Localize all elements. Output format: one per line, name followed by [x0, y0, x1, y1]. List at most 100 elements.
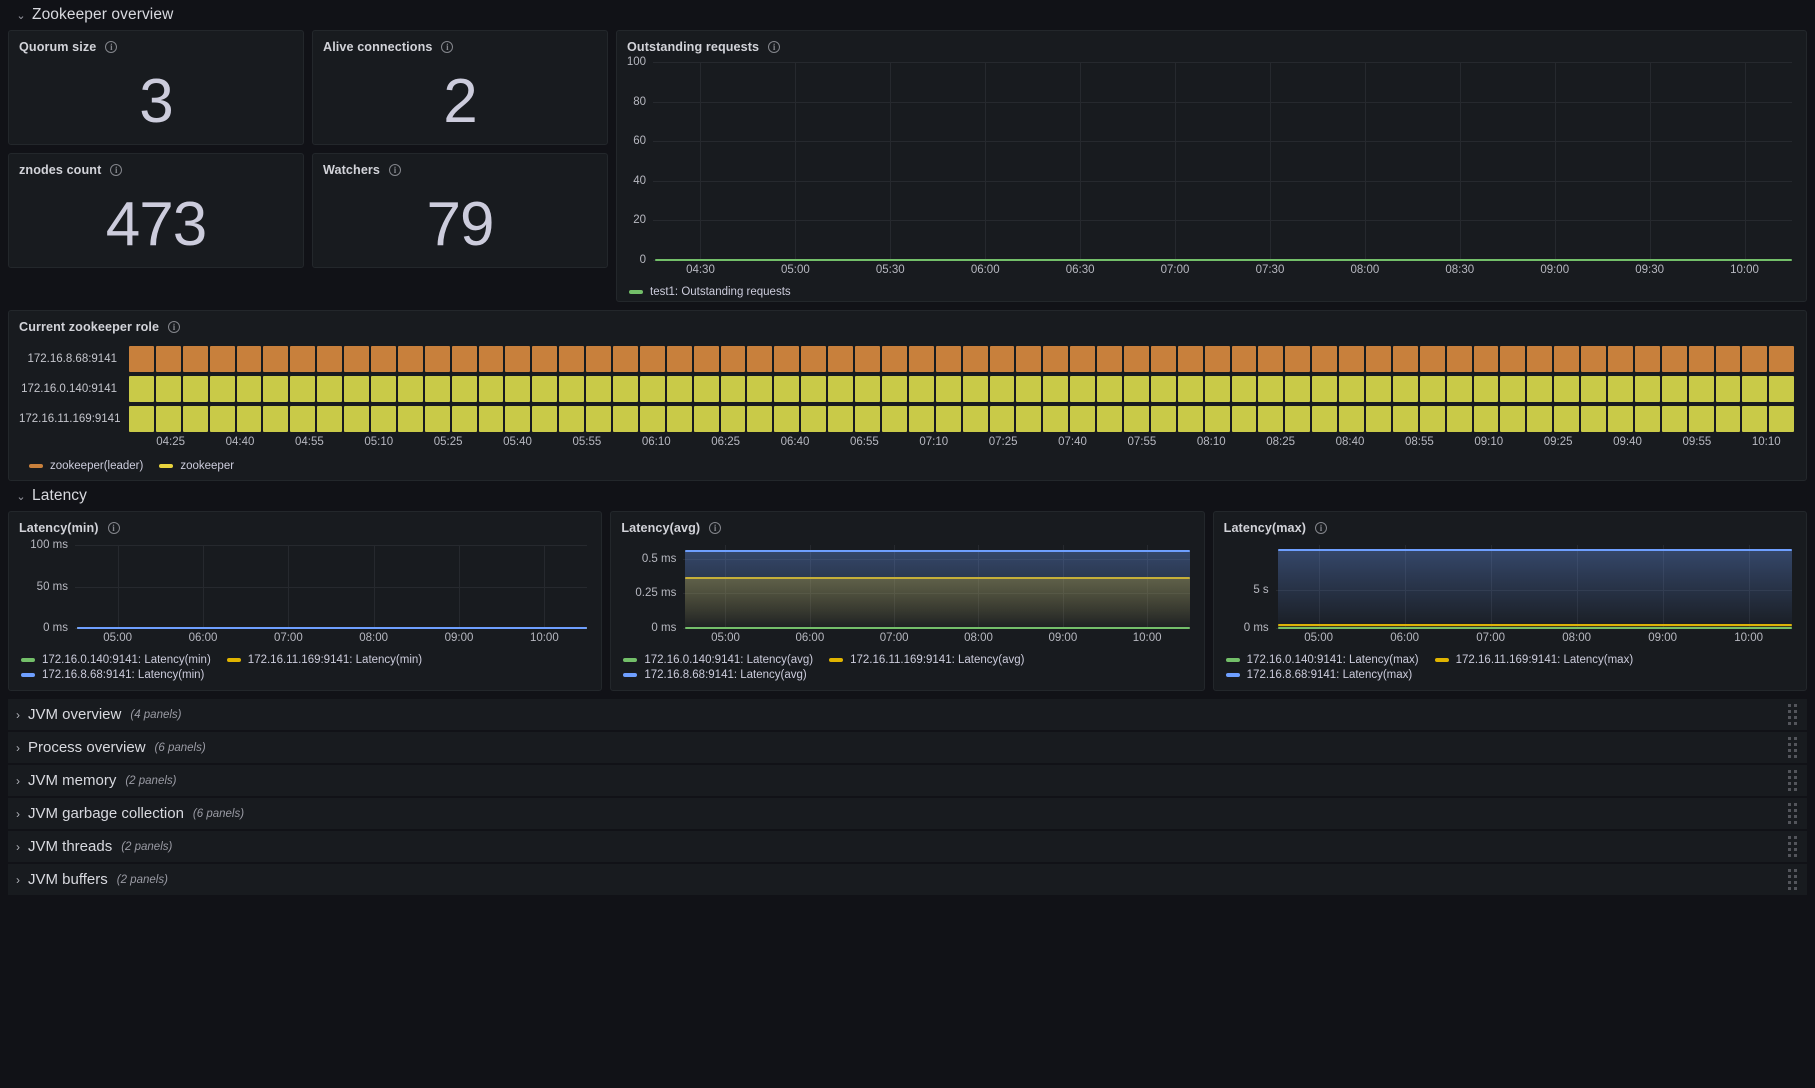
state-timeline-cell[interactable]	[290, 376, 316, 402]
state-timeline-cell[interactable]	[693, 346, 719, 372]
state-timeline-cell[interactable]	[236, 346, 262, 372]
collapsed-row[interactable]: ›JVM threads(2 panels)	[8, 831, 1807, 862]
state-timeline-cell[interactable]	[236, 406, 262, 432]
drag-handle-icon[interactable]	[1788, 704, 1797, 725]
state-timeline-cell[interactable]	[1742, 346, 1768, 372]
state-timeline-cell[interactable]	[666, 346, 692, 372]
state-timeline-cell[interactable]	[155, 346, 181, 372]
state-timeline-cell[interactable]	[478, 346, 504, 372]
state-timeline-cell[interactable]	[1581, 346, 1606, 372]
state-timeline-cell[interactable]	[613, 376, 638, 402]
state-timeline-cell[interactable]	[1123, 346, 1149, 372]
state-timeline-cell[interactable]	[1312, 406, 1338, 432]
state-timeline-cell[interactable]	[828, 376, 854, 402]
state-timeline-cell[interactable]	[774, 346, 800, 372]
state-timeline-cell[interactable]	[962, 406, 988, 432]
state-timeline-cell[interactable]	[1070, 406, 1096, 432]
state-timeline-cell[interactable]	[451, 406, 477, 432]
state-timeline-cell[interactable]	[209, 346, 235, 372]
state-timeline-cell[interactable]	[801, 406, 827, 432]
state-timeline-cell[interactable]	[155, 376, 181, 402]
state-timeline-cell[interactable]	[1715, 346, 1741, 372]
state-timeline-cell[interactable]	[1742, 406, 1768, 432]
state-timeline-cell[interactable]	[1419, 346, 1445, 372]
state-timeline-cell[interactable]	[1634, 406, 1660, 432]
state-timeline-cell[interactable]	[1150, 376, 1176, 402]
state-timeline-cell[interactable]	[1258, 376, 1284, 402]
info-icon[interactable]: i	[110, 164, 123, 176]
state-timeline-cell[interactable]	[828, 346, 854, 372]
state-timeline-cell[interactable]	[1554, 406, 1580, 432]
state-timeline-cell[interactable]	[586, 346, 612, 372]
state-timeline-cell[interactable]	[1312, 346, 1338, 372]
state-timeline-cell[interactable]	[1339, 376, 1364, 402]
state-timeline-cell[interactable]	[1500, 376, 1526, 402]
legend-item[interactable]: 172.16.8.68:9141: Latency(avg)	[623, 669, 807, 681]
state-timeline-cell[interactable]	[989, 376, 1015, 402]
state-timeline-cell[interactable]	[371, 376, 396, 402]
state-timeline-cell[interactable]	[1097, 376, 1122, 402]
state-timeline-cell[interactable]	[801, 376, 827, 402]
state-timeline-cell[interactable]	[1043, 406, 1069, 432]
row-header-zookeeper-overview[interactable]: ⌄ Zookeeper overview	[8, 0, 1807, 30]
legend-item[interactable]: 172.16.11.169:9141: Latency(min)	[226, 654, 422, 666]
legend-item[interactable]: zookeeper	[159, 460, 234, 472]
drag-handle-icon[interactable]	[1788, 803, 1797, 824]
state-timeline-cell[interactable]	[1688, 406, 1714, 432]
collapsed-row[interactable]: ›Process overview(6 panels)	[8, 732, 1807, 763]
state-timeline-cell[interactable]	[1661, 406, 1687, 432]
state-timeline-cell[interactable]	[1097, 346, 1122, 372]
state-timeline-cell[interactable]	[747, 346, 773, 372]
state-timeline-cell[interactable]	[397, 346, 423, 372]
state-timeline-cell[interactable]	[1016, 406, 1042, 432]
state-timeline-cell[interactable]	[1231, 376, 1257, 402]
state-timeline-cell[interactable]	[1150, 406, 1176, 432]
state-timeline-cell[interactable]	[397, 376, 423, 402]
legend-item[interactable]: 172.16.8.68:9141: Latency(max)	[1225, 669, 1412, 681]
state-timeline-cell[interactable]	[505, 346, 531, 372]
state-timeline-track[interactable]	[129, 346, 1794, 372]
state-timeline-cell[interactable]	[263, 376, 289, 402]
collapsed-row[interactable]: ›JVM overview(4 panels)	[8, 699, 1807, 730]
state-timeline-cell[interactable]	[1607, 376, 1633, 402]
collapsed-row[interactable]: ›JVM memory(2 panels)	[8, 765, 1807, 796]
state-timeline-cell[interactable]	[559, 346, 585, 372]
state-timeline-cell[interactable]	[532, 346, 558, 372]
state-timeline-cell[interactable]	[720, 406, 746, 432]
collapsed-row[interactable]: ›JVM buffers(2 panels)	[8, 864, 1807, 895]
state-timeline-cell[interactable]	[290, 346, 316, 372]
legend-item[interactable]: 172.16.8.68:9141: Latency(min)	[21, 669, 204, 681]
legend-item[interactable]: 172.16.0.140:9141: Latency(max)	[1225, 654, 1419, 666]
state-timeline-cell[interactable]	[344, 346, 370, 372]
legend-item[interactable]: 172.16.0.140:9141: Latency(min)	[21, 654, 211, 666]
state-timeline-cell[interactable]	[908, 406, 934, 432]
state-timeline-cell[interactable]	[1177, 376, 1203, 402]
state-timeline-cell[interactable]	[693, 406, 719, 432]
legend-item[interactable]: 172.16.11.169:9141: Latency(max)	[1434, 654, 1633, 666]
state-timeline-cell[interactable]	[371, 346, 396, 372]
state-timeline-cell[interactable]	[1607, 346, 1633, 372]
info-icon[interactable]: i	[389, 164, 402, 176]
state-timeline-cell[interactable]	[129, 376, 154, 402]
state-timeline-cell[interactable]	[1123, 406, 1149, 432]
state-timeline-cell[interactable]	[908, 376, 934, 402]
state-timeline-cell[interactable]	[639, 406, 665, 432]
state-timeline-cell[interactable]	[505, 406, 531, 432]
state-timeline-cell[interactable]	[1634, 346, 1660, 372]
state-timeline-cell[interactable]	[1661, 376, 1687, 402]
state-timeline-cell[interactable]	[962, 376, 988, 402]
state-timeline-cell[interactable]	[397, 406, 423, 432]
state-timeline-cell[interactable]	[1150, 346, 1176, 372]
state-timeline-cell[interactable]	[881, 376, 907, 402]
state-timeline-cell[interactable]	[1016, 376, 1042, 402]
state-timeline-cell[interactable]	[586, 406, 612, 432]
legend-item[interactable]: zookeeper(leader)	[29, 460, 143, 472]
state-timeline-cell[interactable]	[935, 376, 961, 402]
state-timeline-cell[interactable]	[505, 376, 531, 402]
state-timeline-cell[interactable]	[182, 346, 208, 372]
state-timeline-cell[interactable]	[424, 406, 450, 432]
state-timeline-cell[interactable]	[586, 376, 612, 402]
state-timeline-cell[interactable]	[1742, 376, 1768, 402]
state-timeline-cell[interactable]	[1446, 346, 1472, 372]
